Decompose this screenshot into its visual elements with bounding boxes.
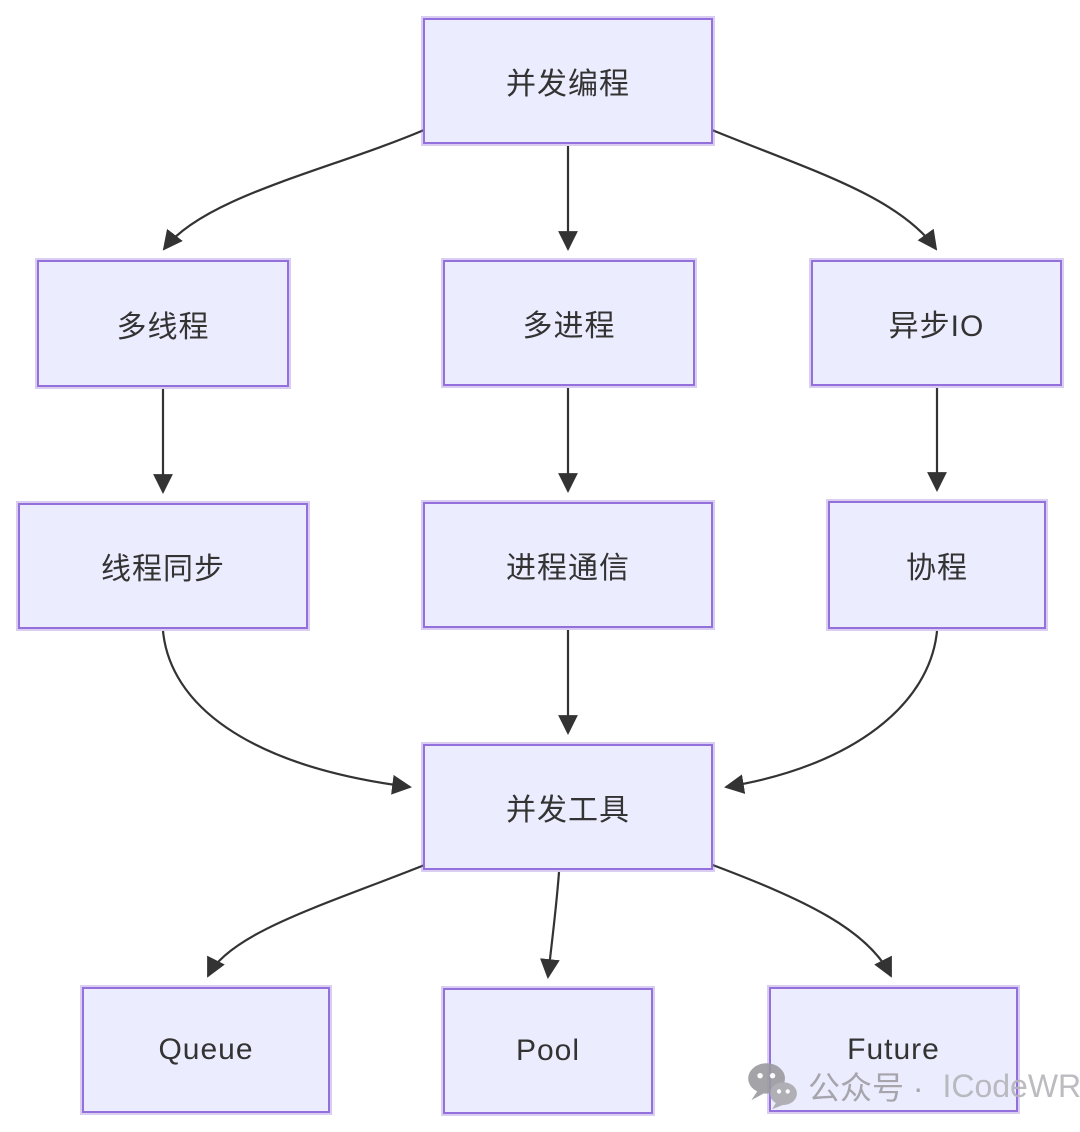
node-multiprocessing: 多进程 (443, 260, 695, 386)
node-concurrency-programming: 并发编程 (423, 18, 713, 144)
node-concurrency-tools: 并发工具 (423, 744, 713, 870)
edge-concurrency-to-multithreading (162, 128, 425, 251)
node-label: Pool (515, 1034, 581, 1067)
node-coroutine: 协程 (828, 501, 1046, 629)
node-multithreading: 多线程 (37, 260, 289, 387)
node-process-communication: 进程通信 (423, 502, 713, 628)
node-label: 并发编程 (506, 68, 630, 101)
node-label: 进程通信 (506, 552, 630, 585)
node-queue: Queue (82, 987, 330, 1113)
node-label: 协程 (906, 552, 968, 585)
edge-coroutine-to-concurrency-tools (724, 630, 939, 794)
node-label: Future (847, 1032, 940, 1066)
node-future: Future (769, 987, 1018, 1112)
node-label: 线程同步 (101, 553, 225, 586)
edge-thread-sync-to-concurrency-tools (161, 630, 412, 795)
edge-concurrency-tools-to-queue (207, 862, 428, 978)
edge-concurrency-tools-to-pool (539, 871, 561, 979)
node-async-io: 异步IO (811, 260, 1062, 386)
edge-concurrency-to-async-io (711, 128, 938, 251)
edge-concurrency-tools-to-future (709, 862, 892, 978)
node-label: Queue (158, 1033, 254, 1066)
node-pool: Pool (443, 988, 653, 1114)
node-label: 异步IO (888, 310, 985, 343)
node-label: 多线程 (116, 310, 210, 344)
node-thread-synchronization: 线程同步 (18, 503, 308, 629)
node-label: 多进程 (522, 310, 616, 343)
node-label: 并发工具 (506, 794, 630, 827)
